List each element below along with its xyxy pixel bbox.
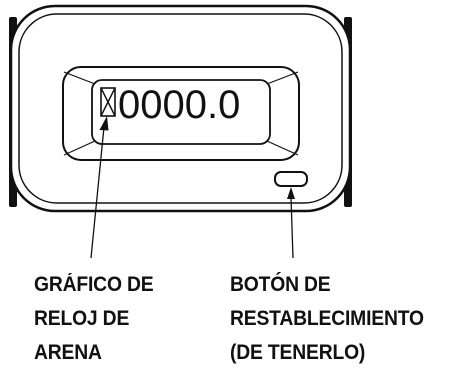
hourglass-leader-line (90, 116, 109, 259)
display-window (91, 79, 271, 145)
reset-label-line-2: RESTABLECIMIENTO (230, 307, 424, 330)
hourglass-label-line-3: ARENA (34, 341, 102, 364)
reset-label-line-3: (DE TENERLO) (230, 341, 366, 364)
hourglass-callout-label: GRÁFICO DE RELOJ DE ARENA (34, 268, 154, 370)
reset-button-leader-line (287, 187, 295, 259)
hourglass-label-line-2: RELOJ DE (34, 307, 130, 330)
reset-button-callout-label: BOTÓN DE RESTABLECIMIENTO (DE TENERLO) (230, 268, 424, 370)
reset-label-line-1: BOTÓN DE (230, 273, 331, 296)
meter-reading: 0000.0 (118, 83, 240, 127)
hourglass-label-line-1: GRÁFICO DE (34, 273, 154, 296)
hourglass-icon (100, 87, 116, 117)
reset-button[interactable] (274, 171, 308, 187)
meter-housing-inner (18, 13, 343, 204)
